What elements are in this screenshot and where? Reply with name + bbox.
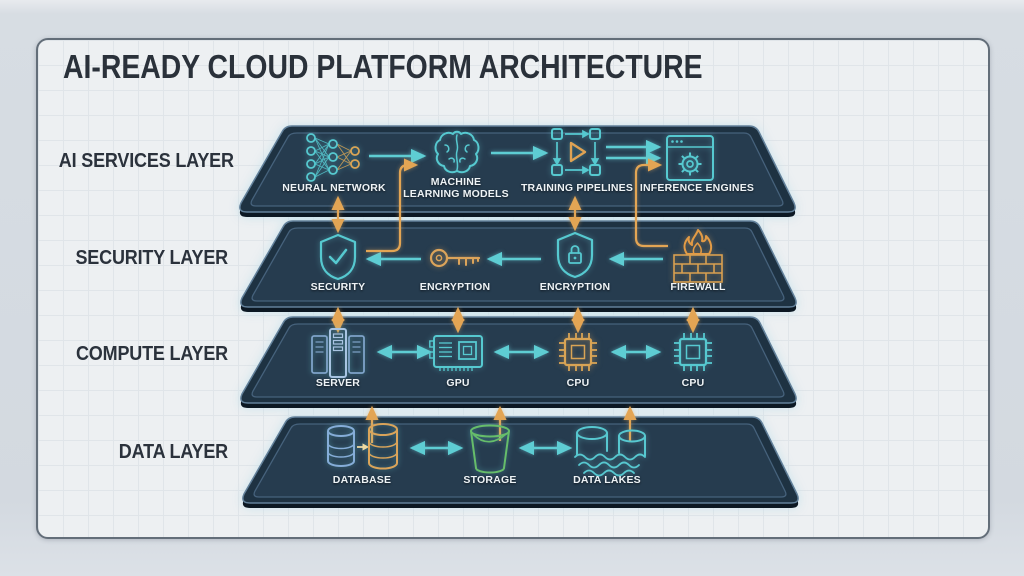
storage-bucket-icon [470,424,510,474]
cpu-icon [559,333,597,371]
cpu-icon [674,333,712,371]
node-label: ENCRYPTION [539,281,611,293]
node-label: MACHINE LEARNING MODELS [403,176,509,200]
node-label: SERVER [315,377,361,389]
page-title: AI-READY CLOUD PLATFORM ARCHITECTURE [63,48,703,85]
node-label: CPU [681,377,705,389]
node-label: ENCRYPTION [419,281,491,293]
server-icon [311,328,365,378]
node-label: INFERENCE ENGINES [639,182,755,194]
node-label: DATA LAKES [573,474,641,486]
neural-network-icon [306,133,360,182]
node-label: NEURAL NETWORK [282,182,386,194]
brain-icon [434,130,480,174]
node-label: DATABASE [332,474,392,486]
gpu-icon [429,335,483,371]
node-label: GPU [446,377,470,389]
gear-window-icon [666,135,714,181]
database-icon [327,423,398,470]
node-label: SECURITY [310,281,366,293]
layer-label-ai-services: AI SERVICES LAYER [58,150,234,172]
orange-link-arrows [331,158,700,443]
data-lakes-icon [574,426,646,477]
teal-flow-arrows [365,139,663,456]
node-label: FIREWALL [670,281,726,293]
firewall-icon [673,229,723,283]
node-label: TRAINING PIPELINES [520,182,634,194]
node-label: STORAGE [463,474,517,486]
key-icon [429,248,481,268]
node-label: CPU [566,377,590,389]
pipeline-icon [551,128,601,176]
layer-label-security: SECURITY LAYER [75,247,229,269]
shield-lock-icon [556,231,594,279]
shield-check-icon [319,233,357,281]
layer-label-compute: COMPUTE LAYER [75,343,228,365]
layer-label-data: DATA LAYER [118,441,228,463]
